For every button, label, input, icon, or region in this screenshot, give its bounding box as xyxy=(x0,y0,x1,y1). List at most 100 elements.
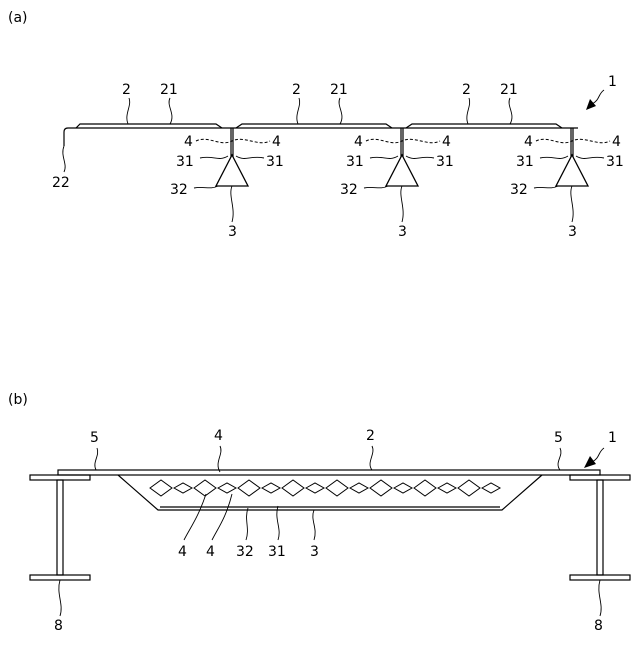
leader-2-u2 xyxy=(297,98,300,124)
label-hole-r-u2: 4 xyxy=(442,134,451,150)
web-hole xyxy=(306,483,324,493)
leader-8-right xyxy=(599,580,601,616)
label-plate-u2: 2 xyxy=(292,82,301,98)
label-2-b: 2 xyxy=(366,428,375,444)
panel-a: (a) xyxy=(8,10,624,240)
label-hole-l-u3: 4 xyxy=(524,134,533,150)
leader-2-u1 xyxy=(127,98,130,124)
web-hole xyxy=(350,483,368,493)
label-edge: 22 xyxy=(52,175,70,191)
web-hole xyxy=(458,480,480,496)
label-web-l-u1: 31 xyxy=(176,154,194,170)
label-5-left: 5 xyxy=(90,430,99,446)
leader-4-bottom-b xyxy=(212,494,232,540)
web-hole xyxy=(282,480,304,496)
web-hole xyxy=(438,483,456,493)
leader-4-top xyxy=(218,446,221,472)
label-web-r-u2: 31 xyxy=(436,154,454,170)
leader-32 xyxy=(246,508,248,540)
leader-3-u1 xyxy=(231,186,233,222)
panel-a-tag: (a) xyxy=(8,10,28,26)
leader-5-left xyxy=(95,448,98,470)
web-hole xyxy=(394,483,412,493)
web-hole xyxy=(238,480,260,496)
label-8-right: 8 xyxy=(594,618,603,634)
leader-31-r-u3 xyxy=(576,156,604,159)
label-web-r-u3: 31 xyxy=(606,154,624,170)
label-1-b: 1 xyxy=(608,430,617,446)
leader-31-l-u2 xyxy=(370,156,398,159)
label-skin-u2: 21 xyxy=(330,82,348,98)
deck-plate-line xyxy=(64,128,578,146)
panel-b: (b) 5 xyxy=(8,392,630,634)
leader-31-r-u1 xyxy=(236,156,264,159)
panel-b-tag: (b) xyxy=(8,392,28,408)
leader-8-left xyxy=(59,580,61,616)
label-8-left: 8 xyxy=(54,618,63,634)
web-hole xyxy=(370,480,392,496)
label-hole-r-u1: 4 xyxy=(272,134,281,150)
label-31: 31 xyxy=(268,544,286,560)
leader-21-u1 xyxy=(169,98,172,124)
leader-32-u3 xyxy=(534,186,558,188)
label-hole-l-u1: 4 xyxy=(184,134,193,150)
leader-31-l-u1 xyxy=(200,156,228,159)
web-hole xyxy=(482,483,500,493)
label-assembly-a: 1 xyxy=(608,74,617,90)
label-rib-u3: 3 xyxy=(568,224,577,240)
label-32: 32 xyxy=(236,544,254,560)
leader-2-b xyxy=(370,446,373,470)
label-4-top: 4 xyxy=(214,428,223,444)
assembly-arrow-b xyxy=(592,448,604,462)
rib-unit-1 xyxy=(216,128,248,186)
web-hole xyxy=(218,483,236,493)
girder-left xyxy=(30,475,90,580)
label-4-bottom-a: 4 xyxy=(178,544,187,560)
assembly-arrowhead-a xyxy=(586,99,596,110)
label-hole-r-u3: 4 xyxy=(612,134,621,150)
hole-lattice xyxy=(150,480,500,496)
assembly-arrow-a xyxy=(592,90,604,104)
label-web-l-u2: 31 xyxy=(346,154,364,170)
web-hole xyxy=(262,483,280,493)
label-flange-u1: 32 xyxy=(170,182,188,198)
leader-3-u2 xyxy=(401,186,403,222)
leader-22 xyxy=(63,146,65,172)
leader-3-b xyxy=(313,510,315,540)
web-hole xyxy=(326,480,348,496)
leader-3-u3 xyxy=(571,186,573,222)
web-hole xyxy=(150,480,172,496)
label-plate-u3: 2 xyxy=(462,82,471,98)
leader-2-u3 xyxy=(467,98,470,124)
leader-4-bottom-a xyxy=(184,494,206,540)
rib-unit-2 xyxy=(386,128,418,186)
label-flange-u2: 32 xyxy=(340,182,358,198)
web-hole xyxy=(174,483,192,493)
label-rib-u2: 3 xyxy=(398,224,407,240)
label-web-r-u1: 31 xyxy=(266,154,284,170)
label-hole-l-u2: 4 xyxy=(354,134,363,150)
label-skin-u3: 21 xyxy=(500,82,518,98)
rib-unit-3 xyxy=(556,128,588,186)
web-hole xyxy=(414,480,436,496)
label-5-right: 5 xyxy=(554,430,563,446)
leader-31-l-u3 xyxy=(540,156,568,159)
leader-32-u2 xyxy=(364,186,388,188)
web-hole xyxy=(194,480,216,496)
girder-right xyxy=(570,475,630,580)
label-rib-u1: 3 xyxy=(228,224,237,240)
label-plate-u1: 2 xyxy=(122,82,131,98)
leader-21-u3 xyxy=(509,98,512,124)
label-skin-u1: 21 xyxy=(160,82,178,98)
label-4-bottom-b: 4 xyxy=(206,544,215,560)
assembly-arrowhead-b xyxy=(584,456,596,468)
leader-32-u1 xyxy=(194,186,218,188)
leader-31-r-u2 xyxy=(406,156,434,159)
leader-5-right xyxy=(558,448,561,470)
label-web-l-u3: 31 xyxy=(516,154,534,170)
leader-31 xyxy=(277,506,279,540)
label-flange-u3: 32 xyxy=(510,182,528,198)
leader-21-u2 xyxy=(339,98,342,124)
deck-plate xyxy=(58,470,600,475)
